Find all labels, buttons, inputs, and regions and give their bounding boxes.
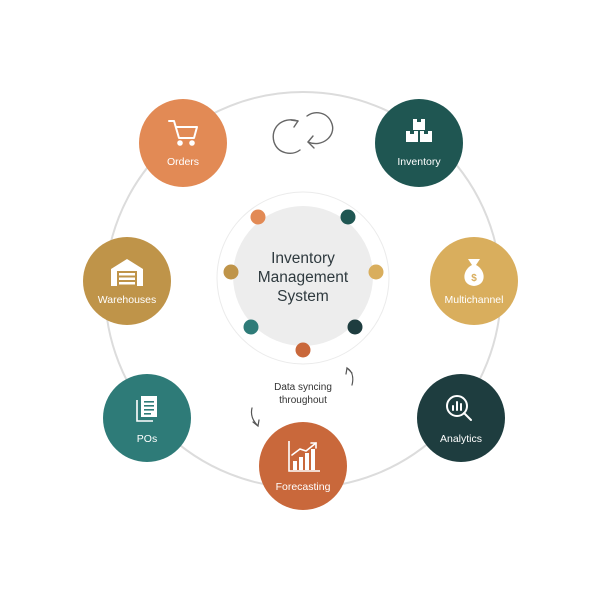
node-pos[interactable]: POs — [103, 374, 191, 462]
node-multichannel[interactable]: $ Multichannel — [430, 237, 518, 325]
center-dot — [295, 342, 311, 358]
node-analytics-label: Analytics — [440, 433, 482, 445]
node-analytics[interactable]: Analytics — [417, 374, 505, 462]
center-dot — [340, 209, 356, 225]
node-analytics-circle — [417, 374, 505, 462]
node-inventory-circle — [375, 99, 463, 187]
warehouse-icon — [111, 259, 143, 286]
document-icon — [136, 396, 157, 422]
node-orders-label: Orders — [167, 156, 199, 168]
center-title-line-1: Inventory — [271, 250, 335, 267]
boxes-icon — [406, 119, 432, 142]
svg-text:$: $ — [471, 273, 477, 284]
node-orders[interactable]: Orders — [139, 99, 227, 187]
sync-caption-line-2: throughout — [279, 395, 327, 406]
center-dot — [347, 319, 363, 335]
sync-arrows-icon — [272, 112, 334, 154]
center-dots — [223, 209, 384, 358]
center-dot — [250, 209, 266, 225]
node-orders-circle — [139, 99, 227, 187]
node-pos-circle — [103, 374, 191, 462]
center-title-line-2: Management — [258, 269, 349, 286]
center-dot — [223, 264, 239, 280]
node-pos-label: POs — [137, 433, 157, 445]
money-bag-icon: $ — [464, 259, 484, 286]
node-warehouses-label: Warehouses — [98, 294, 157, 306]
center-dot — [243, 319, 259, 335]
node-warehouses[interactable]: Warehouses — [83, 237, 171, 325]
growth-chart-icon — [288, 441, 320, 472]
node-inventory-label: Inventory — [397, 156, 441, 168]
center-title-line-3: System — [277, 288, 329, 305]
center-circle — [233, 206, 373, 346]
sync-small-arrows — [250, 366, 354, 428]
node-multichannel-label: Multichannel — [445, 294, 504, 306]
sync-caption-line-1: Data syncing — [274, 382, 332, 393]
node-inventory[interactable]: Inventory — [375, 99, 463, 187]
node-forecasting[interactable]: Forecasting — [259, 422, 347, 510]
magnifier-chart-icon — [446, 395, 472, 421]
node-forecasting-label: Forecasting — [276, 481, 331, 493]
shopping-cart-icon — [168, 120, 198, 146]
center-dot — [368, 264, 384, 280]
